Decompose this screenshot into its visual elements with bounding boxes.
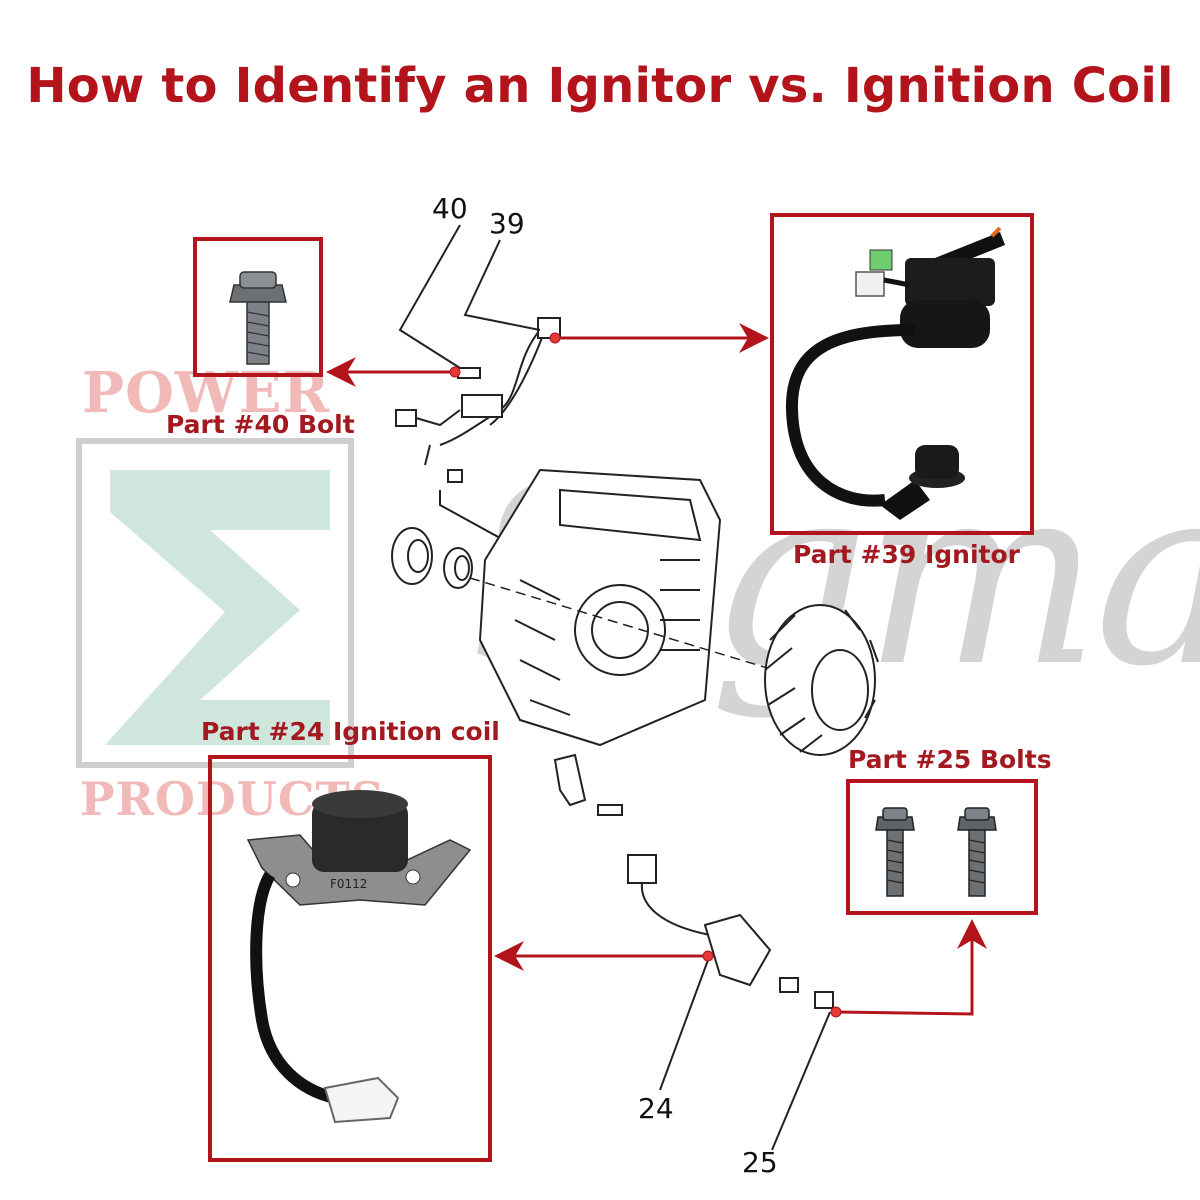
- part-24-label: Part #24 Ignition coil: [201, 717, 500, 746]
- part-25-label: Part #25 Bolts: [848, 745, 1052, 774]
- bolts-25-image: [875, 807, 997, 897]
- bolt-40-image: [229, 271, 287, 365]
- part-24-marker-dot: [702, 950, 714, 962]
- page-title: How to Identify an Ignitor vs. Ignition …: [26, 58, 1174, 114]
- ignitor-39-image: [785, 226, 1005, 520]
- part-39-label: Part #39 Ignitor: [793, 540, 1020, 569]
- part-24-frame: [208, 755, 492, 1162]
- watermark-power-text: POWER: [82, 360, 331, 426]
- part-number-40: 40: [432, 192, 468, 225]
- coil-stamp-text: F0112: [330, 877, 367, 891]
- part-number-25: 25: [742, 1146, 778, 1179]
- part-40-label: Part #40 Bolt: [166, 410, 355, 439]
- part-25-marker-dot: [830, 1006, 842, 1018]
- arrow-to-part-25: [835, 919, 987, 1016]
- ignition-coil-24-image: [246, 790, 472, 1124]
- part-40-marker-dot: [449, 366, 461, 378]
- part-40-frame: [193, 237, 323, 377]
- part-39-frame: [770, 213, 1034, 535]
- part-25-frame: [846, 779, 1038, 915]
- part-39-marker-dot: [549, 332, 561, 344]
- watermark-sigma-box: [76, 438, 354, 768]
- part-number-39: 39: [489, 207, 525, 240]
- part-number-24: 24: [638, 1092, 674, 1125]
